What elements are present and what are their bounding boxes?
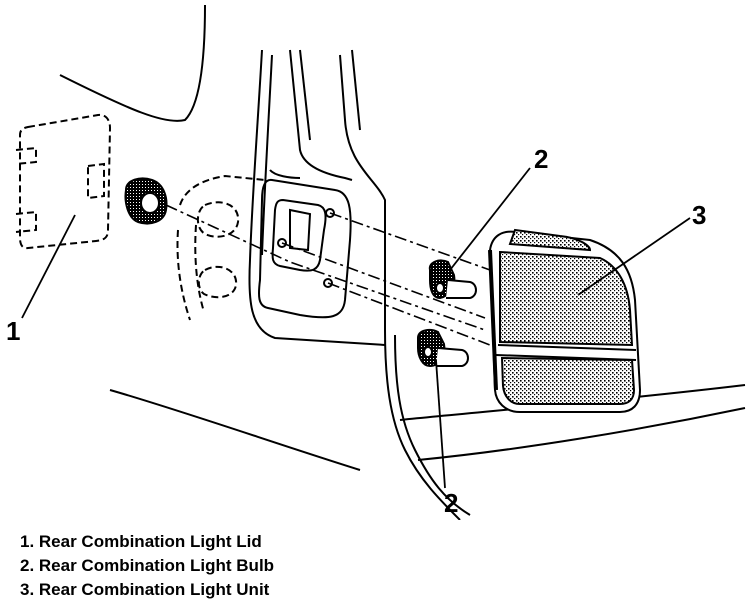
lamp-mounting-recess <box>258 178 352 319</box>
callout-1-lid: 1 <box>6 316 21 346</box>
alignment-lines <box>165 204 491 346</box>
legend-item-bulb: 2. Rear Combination Light Bulb <box>20 556 275 575</box>
parts-legend: 1. Rear Combination Light Lid 2. Rear Co… <box>20 530 274 602</box>
hidden-body-outline <box>176 174 266 321</box>
leader-lines <box>21 167 691 489</box>
callout-2-bulb-upper: 2 <box>534 144 549 174</box>
rear-combination-light-unit <box>488 228 642 413</box>
rear-combination-light-lid <box>15 113 112 250</box>
bulb-upper <box>428 259 477 300</box>
body-panel <box>59 4 746 520</box>
bulb-lower <box>417 329 469 368</box>
lid-clip <box>124 177 168 225</box>
legend-item-unit: 3. Rear Combination Light Unit <box>20 580 270 599</box>
rear-combination-light-diagram <box>15 4 746 520</box>
legend-item-lid: 1. Rear Combination Light Lid <box>20 532 262 551</box>
callout-2-bulb-lower: 2 <box>444 488 459 518</box>
callout-3-unit: 3 <box>692 200 707 230</box>
